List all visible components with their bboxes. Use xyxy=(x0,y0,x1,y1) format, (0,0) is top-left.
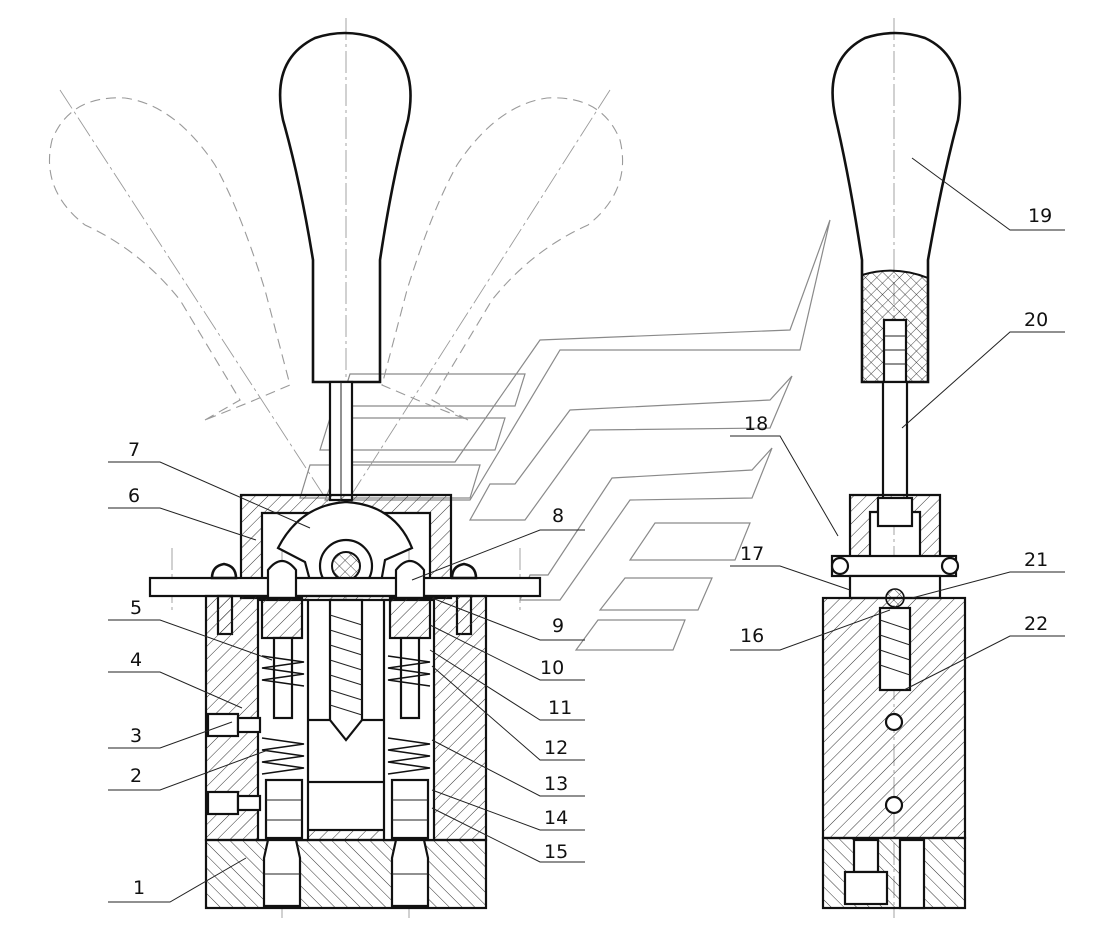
port-fitting-lower xyxy=(206,790,240,816)
pivot-pin xyxy=(830,554,958,578)
leader-lines xyxy=(108,157,1065,903)
plunger-right xyxy=(394,559,426,600)
callout-3: 3 xyxy=(130,725,142,747)
callout-17: 17 xyxy=(740,543,764,565)
callout-8: 8 xyxy=(552,505,564,527)
callout-15: 15 xyxy=(544,841,568,863)
side-view xyxy=(821,18,967,918)
bottom-connector-left xyxy=(262,838,302,908)
side-shaft xyxy=(881,380,909,502)
callout-7: 7 xyxy=(128,439,140,461)
ghost-lever-right xyxy=(344,89,624,506)
spring-upper-left xyxy=(261,655,305,687)
spring-lower-left xyxy=(261,737,305,775)
front-view xyxy=(148,18,542,918)
callout-16: 16 xyxy=(740,625,764,647)
callout-21: 21 xyxy=(1024,549,1048,571)
callout-19: 19 xyxy=(1028,205,1052,227)
callout-2: 2 xyxy=(130,765,142,787)
ghost-lever-left xyxy=(48,89,331,506)
callout-13: 13 xyxy=(544,773,568,795)
callout-20: 20 xyxy=(1024,309,1048,331)
bottom-connector-right xyxy=(390,838,430,908)
lever-knob xyxy=(278,31,412,384)
callout-12: 12 xyxy=(544,737,568,759)
callout-14: 14 xyxy=(544,807,568,829)
callout-18: 18 xyxy=(744,413,768,435)
callout-22: 22 xyxy=(1024,613,1048,635)
spring-lower-right xyxy=(387,737,431,775)
center-stud xyxy=(328,598,364,742)
mounting-flange xyxy=(148,576,542,598)
callout-6: 6 xyxy=(128,485,140,507)
callout-labels: 1 2 3 4 5 6 7 8 9 10 11 12 13 14 15 16 1… xyxy=(128,205,1052,899)
plunger-left xyxy=(266,559,298,600)
callout-1: 1 xyxy=(133,877,145,899)
callout-10: 10 xyxy=(540,657,564,679)
callout-5: 5 xyxy=(130,597,142,619)
callout-9: 9 xyxy=(552,615,564,637)
spring-upper-right xyxy=(387,655,431,687)
side-knob xyxy=(831,31,962,384)
callout-4: 4 xyxy=(130,649,142,671)
callout-11: 11 xyxy=(548,697,572,719)
valve-base xyxy=(204,838,488,910)
